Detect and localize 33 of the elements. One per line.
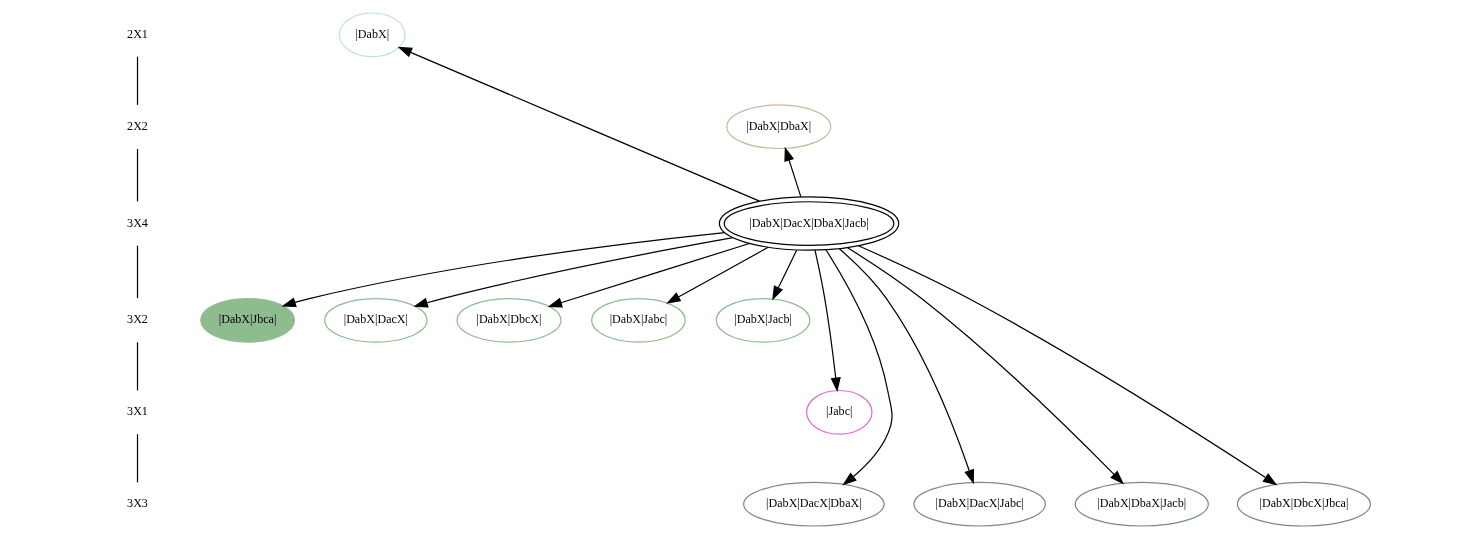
node-text: 3X1 (127, 404, 148, 419)
connector (136, 433, 139, 483)
node-ellipse: |DabX|DacX|Jabc| (913, 481, 1046, 527)
node-text: 3X2 (127, 312, 148, 327)
arrow (784, 146, 802, 198)
node-ellipse: |DabX|DbaX| (726, 104, 832, 150)
arrow (666, 246, 769, 304)
node-ellipse: |DabX|DbcX|Jbca| (1236, 481, 1372, 527)
arrow (838, 248, 974, 485)
node-ellipse: |DabX|DbaX|Jacb| (1074, 481, 1209, 527)
connector (136, 245, 139, 299)
arrow (281, 232, 726, 308)
arrow (772, 249, 798, 301)
arrow (397, 46, 761, 202)
node-ellipse: |DabX|Jabc| (591, 297, 686, 343)
arrow (857, 245, 1278, 486)
connector (136, 148, 139, 203)
arrow (547, 242, 750, 308)
node-ellipse: |DabX|Jacb| (715, 297, 811, 343)
arrow (847, 247, 1124, 485)
arrow (413, 237, 734, 308)
node-text: 3X3 (127, 496, 148, 511)
node-ellipse: |Jabc| (806, 389, 873, 435)
connector (136, 56, 139, 106)
arrow (814, 249, 841, 393)
node-ellipse: |DabX|DacX|DbaX|Jacb| (718, 196, 900, 251)
node-text: 2X1 (127, 26, 148, 41)
node-ellipse: |DabX| (338, 12, 406, 58)
node-ellipse: |DabX|DacX|DbaX| (743, 481, 885, 527)
node-text: 2X2 (127, 118, 148, 133)
connector (136, 341, 139, 391)
arrow (825, 249, 893, 486)
node-text: 3X4 (127, 215, 148, 230)
